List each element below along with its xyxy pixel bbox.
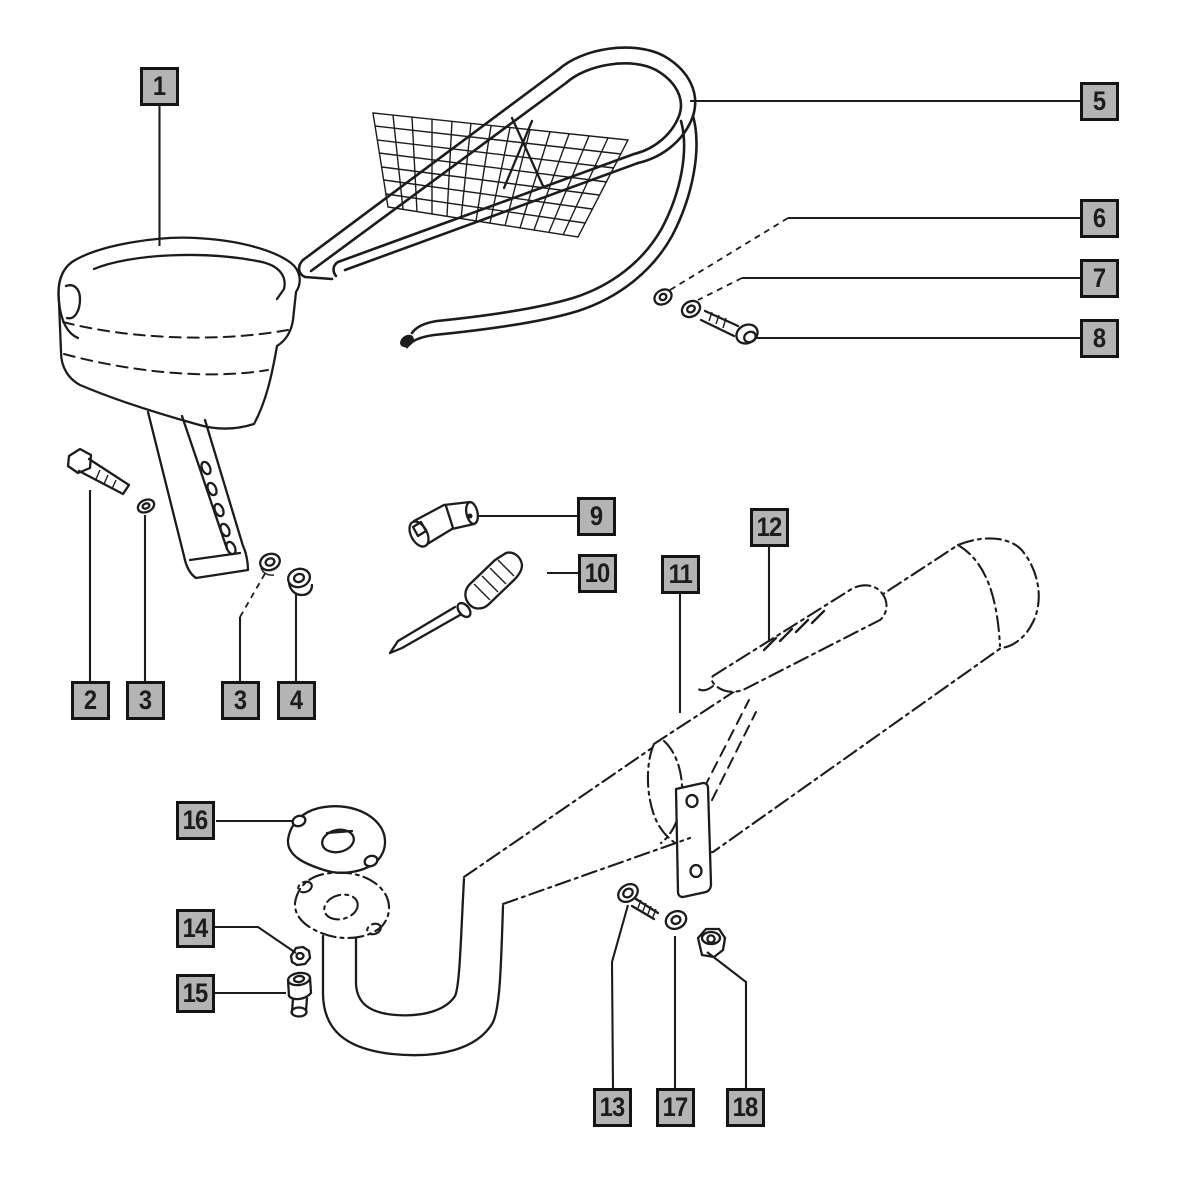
muffler-silencer xyxy=(646,537,1040,899)
rack-washer-large xyxy=(680,299,702,319)
strap-screw xyxy=(617,882,660,921)
rack-mesh xyxy=(372,112,630,238)
rack-bolt xyxy=(699,309,759,345)
pipe-flange xyxy=(293,871,391,940)
callout-14: 14 xyxy=(176,909,215,948)
callout-15: 15 xyxy=(176,974,215,1013)
exhaust-gasket xyxy=(286,805,387,874)
seat-nut xyxy=(259,552,281,576)
muffler-mounting-strap xyxy=(674,699,757,899)
strap-washer xyxy=(664,909,688,931)
leader-13 xyxy=(610,904,630,1089)
callout-18: 18 xyxy=(726,1088,765,1127)
seat-support-stem xyxy=(146,410,250,580)
pipe-nut xyxy=(286,971,313,1018)
callout-11: 11 xyxy=(661,555,700,594)
callout-3a: 3 xyxy=(126,681,165,720)
rack-washer-small xyxy=(653,288,673,306)
callout-3b: 3 xyxy=(221,681,260,720)
callout-13: 13 xyxy=(593,1088,632,1127)
pipe-clip xyxy=(289,945,312,967)
exhaust-pipe xyxy=(293,746,692,1057)
rack-tube-end-cap xyxy=(400,334,414,348)
callout-16: 16 xyxy=(176,801,215,840)
screwdriver xyxy=(388,551,524,655)
callout-10: 10 xyxy=(578,554,617,593)
callout-8: 8 xyxy=(1080,319,1119,358)
callout-1: 1 xyxy=(140,67,179,106)
seat-washer xyxy=(136,498,156,514)
spark-plug-socket xyxy=(408,500,479,548)
leader-lines xyxy=(88,99,1080,1089)
seat-flanged-nut xyxy=(286,567,314,597)
callout-5: 5 xyxy=(1080,82,1119,121)
leader-3b-diag xyxy=(239,569,268,618)
leader-18 xyxy=(706,951,748,1088)
strap-nut xyxy=(696,927,727,959)
callout-12: 12 xyxy=(750,508,789,547)
seat-bolt xyxy=(66,447,131,496)
muffler-heat-shield xyxy=(694,584,888,693)
luggage-rack xyxy=(297,46,698,349)
callout-2: 2 xyxy=(71,681,110,720)
leader-6-diag xyxy=(669,217,789,291)
callout-17: 17 xyxy=(656,1088,695,1127)
saddle-seat xyxy=(57,236,301,580)
callout-7: 7 xyxy=(1080,259,1119,298)
leader-7-diag xyxy=(697,277,743,301)
callout-9: 9 xyxy=(577,497,616,536)
callout-4: 4 xyxy=(277,681,316,720)
callout-6: 6 xyxy=(1080,199,1119,238)
leader-14 xyxy=(214,925,297,954)
